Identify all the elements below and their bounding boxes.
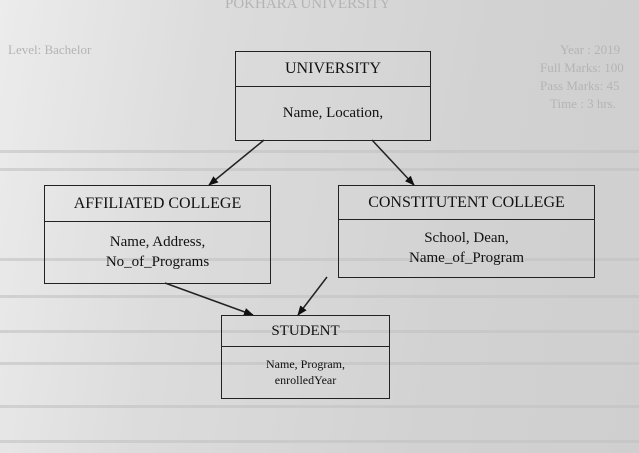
bleed-line <box>0 258 639 261</box>
entity-attributes: Name, Address, No_of_Programs <box>45 222 270 283</box>
attribute-line: Name, Address, <box>109 234 206 250</box>
entity-title: CONSTITUTENT COLLEGE <box>339 186 594 220</box>
entity-attributes: Name, Program, enrolledYear <box>222 347 389 398</box>
bleed-line <box>0 405 639 408</box>
attribute-line: enrolledYear <box>274 372 337 387</box>
ghost-full-marks: Full Marks: 100 <box>540 60 624 75</box>
attribute-line: No_of_Programs <box>105 253 210 270</box>
ghost-year: Year : 2019 <box>560 42 621 57</box>
ghost-time: Time : 3 hrs. <box>550 96 616 111</box>
entity-title: STUDENT <box>222 316 389 347</box>
ghost-level: Level: Bachelor <box>8 42 92 57</box>
bleed-line <box>0 168 639 171</box>
attribute-line: School, Dean, <box>424 230 509 246</box>
attribute-line: Name, Location, <box>282 104 384 121</box>
bleed-line <box>0 440 639 443</box>
bleed-line <box>0 295 639 298</box>
entity-student: STUDENT Name, Program, enrolledYear <box>221 315 390 399</box>
arrow-constitutent-student <box>297 276 328 316</box>
arrow-university-affiliated <box>208 139 265 186</box>
entity-constitutent-college: CONSTITUTENT COLLEGE School, Dean, Name_… <box>338 185 595 278</box>
arrow-university-constitutent <box>371 139 415 186</box>
bleed-line <box>0 330 639 333</box>
bleed-line <box>0 362 639 365</box>
entity-affiliated-college: AFFILIATED COLLEGE Name, Address, No_of_… <box>44 185 271 284</box>
ghost-header: POKHARA UNIVERSITY <box>225 0 391 12</box>
entity-university: UNIVERSITY Name, Location, <box>235 51 431 141</box>
arrow-affiliated-student <box>164 282 254 316</box>
entity-attributes: Name, Location, <box>236 87 430 140</box>
entity-title: UNIVERSITY <box>236 52 430 87</box>
ghost-pass-marks: Pass Marks: 45 <box>540 78 620 93</box>
bleed-line <box>0 150 639 153</box>
entity-attributes: School, Dean, Name_of_Program <box>339 220 594 277</box>
attribute-line: Name, Program, <box>266 356 345 371</box>
entity-title: AFFILIATED COLLEGE <box>45 186 270 222</box>
attribute-line: Name_of_Program <box>409 249 524 266</box>
